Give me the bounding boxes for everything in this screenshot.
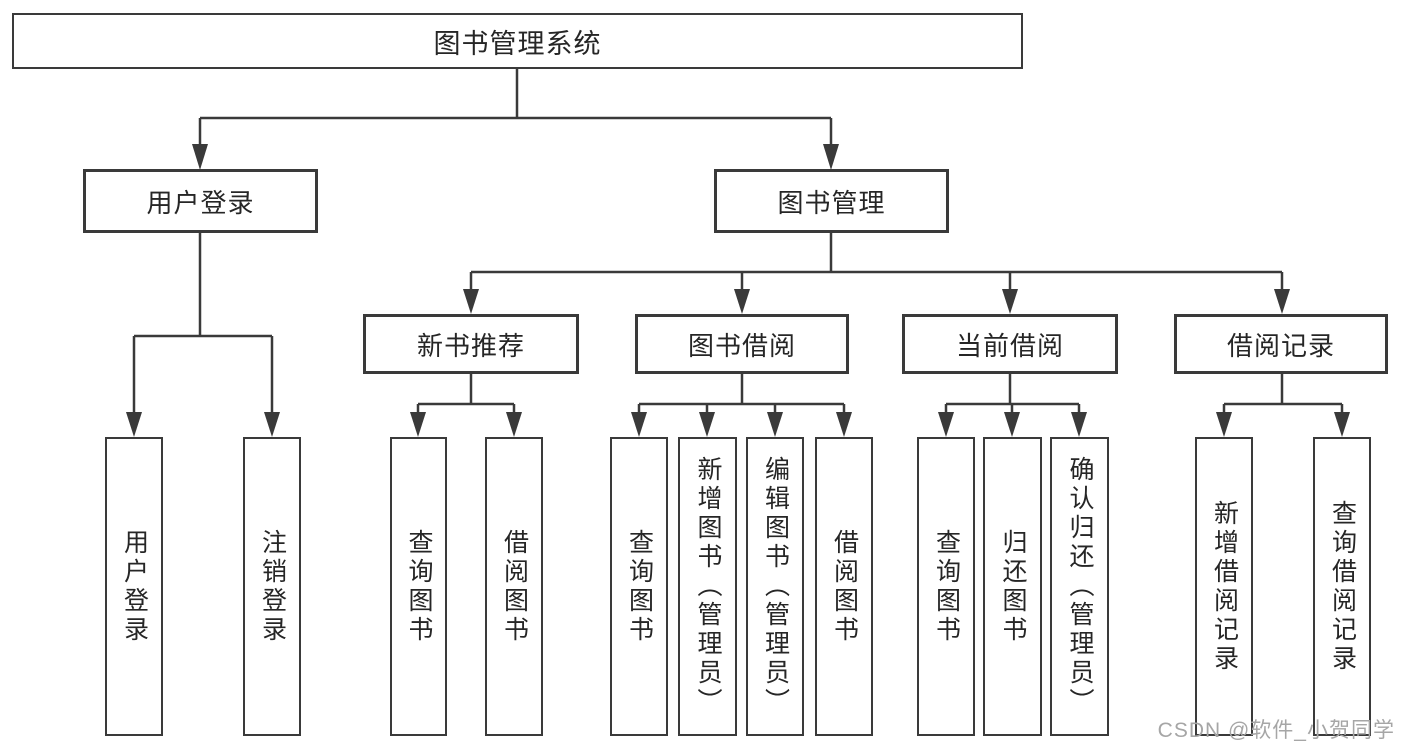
node-user-login-label: 用户登录 xyxy=(146,187,255,218)
node-book-borrowing: 图书借阅 xyxy=(635,314,849,374)
leaf-query-borrow-record-label: 查询借阅记录 xyxy=(1328,499,1357,674)
leaf-add-book-admin-label: 新增图书（管理员） xyxy=(694,456,722,717)
leaf-query-books-recommend: 查询图书 xyxy=(390,437,447,736)
node-borrowing-records-label: 借阅记录 xyxy=(1226,330,1335,361)
node-new-book-recommendation-label: 新书推荐 xyxy=(416,330,525,361)
node-current-borrowing: 当前借阅 xyxy=(902,314,1118,374)
leaf-confirm-return-admin: 确认归还（管理员） xyxy=(1050,437,1109,736)
leaf-user-login: 用户登录 xyxy=(105,437,163,736)
node-current-borrowing-label: 当前借阅 xyxy=(955,330,1064,361)
leaf-borrow-books-recommend: 借阅图书 xyxy=(485,437,543,736)
leaf-logout: 注销登录 xyxy=(243,437,301,736)
node-book-management: 图书管理 xyxy=(714,169,949,233)
leaf-add-book-admin: 新增图书（管理员） xyxy=(678,437,737,736)
leaf-add-borrow-record: 新增借阅记录 xyxy=(1195,437,1253,736)
leaf-confirm-return-admin-label: 确认归还（管理员） xyxy=(1066,456,1094,717)
node-book-management-label: 图书管理 xyxy=(777,187,886,218)
leaf-borrow-books-label: 借阅图书 xyxy=(830,528,859,645)
csdn-watermark: CSDN @软件_小贺同学 xyxy=(1157,719,1395,742)
leaf-return-book: 归还图书 xyxy=(983,437,1042,736)
leaf-add-borrow-record-label: 新增借阅记录 xyxy=(1210,499,1239,674)
node-new-book-recommendation: 新书推荐 xyxy=(363,314,579,374)
root-node-label: 图书管理系统 xyxy=(433,28,602,59)
leaf-borrow-books-recommend-label: 借阅图书 xyxy=(500,528,529,645)
leaf-query-books-current: 查询图书 xyxy=(917,437,975,736)
node-borrowing-records: 借阅记录 xyxy=(1174,314,1388,374)
leaf-query-borrow-record: 查询借阅记录 xyxy=(1313,437,1371,736)
leaf-borrow-books: 借阅图书 xyxy=(815,437,873,736)
leaf-edit-book-admin-label: 编辑图书（管理员） xyxy=(761,456,790,717)
root-node-library-management-system: 图书管理系统 xyxy=(12,13,1023,69)
leaf-query-books-current-label: 查询图书 xyxy=(932,528,961,645)
leaf-logout-label: 注销登录 xyxy=(258,528,287,645)
node-book-borrowing-label: 图书借阅 xyxy=(687,330,796,361)
leaf-query-books-borrow-label: 查询图书 xyxy=(625,528,654,645)
leaf-user-login-label: 用户登录 xyxy=(120,528,149,645)
leaf-query-books-borrow: 查询图书 xyxy=(610,437,668,736)
leaf-edit-book-admin: 编辑图书（管理员） xyxy=(746,437,804,736)
leaf-return-book-label: 归还图书 xyxy=(999,528,1027,645)
leaf-query-books-recommend-label: 查询图书 xyxy=(405,528,433,645)
node-user-login: 用户登录 xyxy=(83,169,318,233)
